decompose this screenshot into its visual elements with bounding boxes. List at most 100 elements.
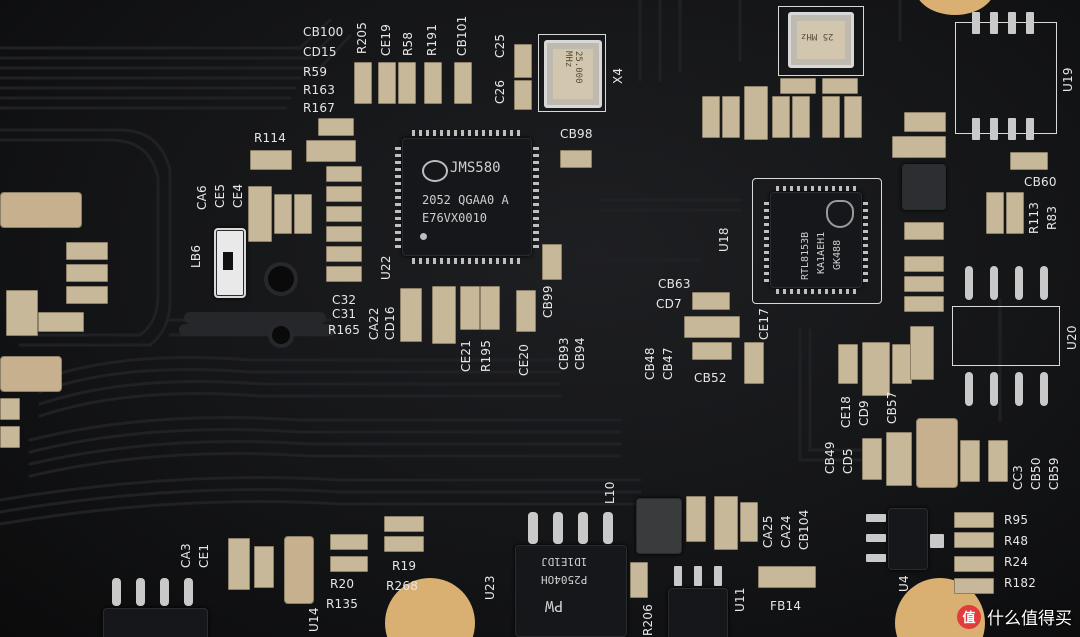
label-r19: R19 [392, 559, 417, 573]
label-r113: R113 [1027, 201, 1041, 234]
label-r206: R206 [641, 603, 655, 636]
label-cb93: CB93 [557, 337, 571, 370]
label-cb47: CB47 [661, 347, 675, 380]
label-cb99: CB99 [541, 285, 555, 318]
crystal-x4-text: 25.000 MHz [563, 51, 583, 84]
label-r165: R165 [328, 323, 361, 337]
rtl-silkscreen [752, 178, 882, 304]
label-c32: C32 [332, 293, 357, 307]
label-cb98: CB98 [560, 127, 593, 141]
label-ce1: CE1 [197, 543, 211, 568]
label-cb94: CB94 [573, 337, 587, 370]
label-cd9: CD9 [857, 400, 871, 426]
jms580-marking-2: 2052 QGAA0 A [422, 193, 509, 207]
rtl-pins-bottom [776, 289, 856, 294]
label-ce17: CE17 [757, 307, 771, 340]
label-r95: R95 [1004, 513, 1029, 527]
u20-silkscreen [952, 306, 1060, 366]
realtek-crab-logo-icon [826, 200, 854, 228]
label-cb63: CB63 [658, 277, 691, 291]
rtl-pins-right [863, 198, 868, 282]
via-hole [268, 266, 294, 292]
label-ce20: CE20 [517, 343, 531, 376]
label-r58: R58 [401, 31, 415, 56]
label-cb104: CB104 [797, 509, 811, 550]
crystal-top: 25 MHz [788, 12, 854, 68]
rtl8153b-chip: RTL8153B KA1AEH1 GK488 [770, 192, 862, 288]
label-ca3: CA3 [179, 543, 193, 568]
jms580-pins-right [533, 146, 539, 248]
gold-mount-pad [915, 0, 995, 15]
pwm-marking-2: P2504OH [541, 573, 588, 586]
u14-chip [103, 608, 208, 637]
watermark-logo-icon: 值 [957, 604, 981, 629]
label-r167: R167 [303, 101, 336, 115]
pwm-marking-1: PW [545, 597, 564, 615]
label-r48: R48 [1004, 534, 1029, 548]
rtl-marking-3: GK488 [832, 239, 843, 270]
rtl-marking-2: KA1AEH1 [816, 231, 827, 274]
pwm-chip-u23: PW P2504OH 1D1E1DJ [515, 545, 627, 637]
x4-silkscreen [538, 34, 606, 112]
u19-silkscreen [955, 22, 1057, 134]
label-r83: R83 [1045, 205, 1059, 230]
label-u22: U22 [379, 255, 393, 280]
rtl-marking-1: RTL8153B [800, 231, 811, 280]
label-cd7: CD7 [656, 297, 682, 311]
jms580-marking-3: E76VX0010 [422, 211, 488, 225]
label-l10: L10 [603, 481, 617, 504]
inductor-lb6 [214, 228, 246, 298]
watermark: 值 什么值得买 [957, 604, 1072, 629]
jms580-pins-bottom [412, 258, 522, 264]
crystal-top-text: 25 MHz [801, 31, 834, 41]
inductor-l10 [636, 498, 682, 554]
label-cb52: CB52 [694, 371, 727, 385]
label-cd15: CD15 [303, 45, 337, 59]
watermark-text: 什么值得买 [987, 609, 1072, 629]
u11-chip [668, 588, 728, 637]
jms580-pins-left [395, 146, 401, 248]
pin1-dot [420, 233, 427, 240]
label-c25: C25 [493, 33, 507, 58]
label-ca25: CA25 [761, 515, 775, 548]
label-r182: R182 [1004, 576, 1037, 590]
label-r268: R268 [386, 579, 419, 593]
label-ce4: CE4 [231, 183, 245, 208]
label-cb100: CB100 [303, 25, 344, 39]
top-crystal-silkscreen [778, 6, 864, 76]
label-r135: R135 [326, 597, 359, 611]
label-fb14: FB14 [770, 599, 802, 613]
label-u18: U18 [717, 227, 731, 252]
jms580-chip: JMS580 2052 QGAA0 A E76VX0010 [402, 138, 532, 256]
label-cb101: CB101 [455, 15, 469, 56]
label-cd16: CD16 [383, 306, 397, 340]
via-hole [272, 326, 290, 344]
label-u19: U19 [1061, 67, 1075, 92]
label-cb50: CB50 [1029, 457, 1043, 490]
label-r195: R195 [479, 339, 493, 372]
label-u11: U11 [733, 587, 747, 612]
label-r205: R205 [355, 21, 369, 54]
label-u23: U23 [483, 575, 497, 600]
label-u20: U20 [1065, 325, 1079, 350]
crystal-x4: 25.000 MHz [544, 40, 602, 108]
label-cc3: CC3 [1011, 465, 1025, 490]
label-x4: X4 [611, 67, 625, 84]
label-ca24: CA24 [779, 515, 793, 548]
label-cb57: CB57 [885, 391, 899, 424]
label-cd5: CD5 [841, 448, 855, 474]
u4-chip [888, 508, 928, 570]
jms580-pins-top [412, 130, 522, 136]
label-r163: R163 [303, 83, 336, 97]
label-r20: R20 [330, 577, 355, 591]
label-ce21: CE21 [459, 339, 473, 372]
label-cb60: CB60 [1024, 175, 1057, 189]
label-r191: R191 [425, 23, 439, 56]
rtl-pins-left [764, 198, 769, 282]
label-r114: R114 [254, 131, 287, 145]
label-r24: R24 [1004, 555, 1029, 569]
label-ca22: CA22 [367, 307, 381, 340]
rtl-pins-top [776, 186, 856, 191]
label-ca6: CA6 [195, 185, 209, 210]
